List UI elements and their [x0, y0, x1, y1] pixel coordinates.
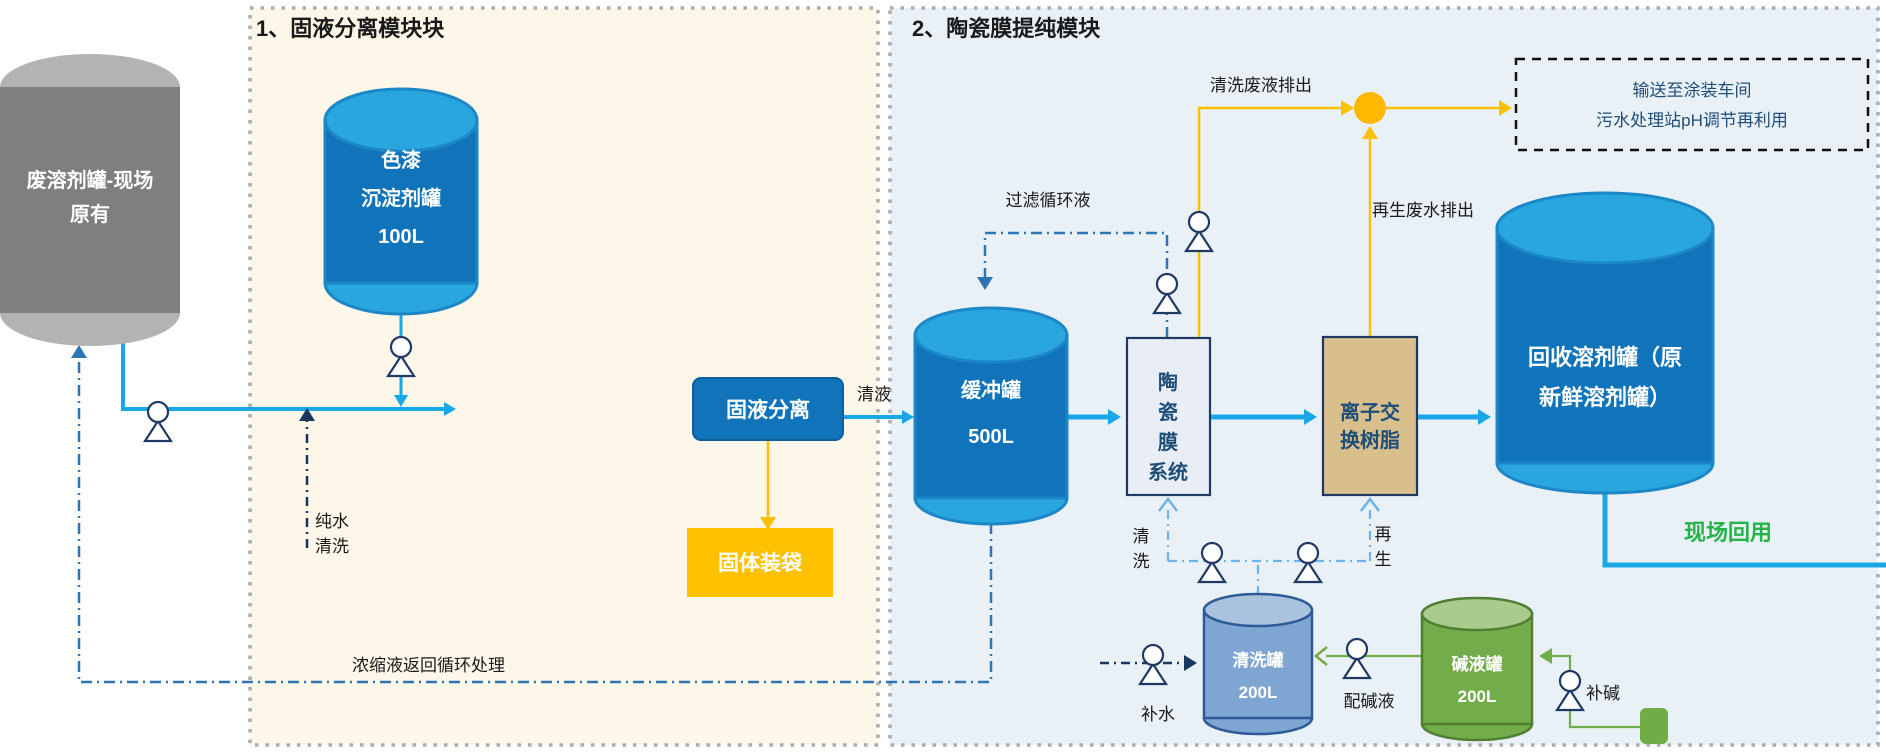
concentrate-return-label: 浓缩液返回循环处理 — [352, 656, 505, 675]
regen-label-2: 生 — [1375, 550, 1392, 569]
arrow-feed-right — [444, 402, 456, 416]
waste-tank-label-1: 废溶剂罐-现场 — [27, 168, 154, 192]
washing-tank — [1202, 592, 1314, 736]
alkali-prep-label: 配碱液 — [1344, 692, 1395, 711]
washing-tank-label-2: 200L — [1239, 683, 1278, 702]
solid-bagging-box — [687, 528, 833, 597]
regen-waste-label: 再生废水排出 — [1372, 201, 1474, 220]
arrow-into-recovery — [1478, 409, 1491, 425]
clear-liquid-label: 清液 — [857, 385, 891, 404]
water-makeup-label: 补水 — [1141, 705, 1175, 724]
washing-tank-label-1: 清洗罐 — [1233, 650, 1284, 670]
ceramic-label-2: 瓷 — [1158, 400, 1178, 424]
buffer-tank-label-2: 500L — [968, 426, 1014, 448]
ceramic-label-1: 陶 — [1158, 370, 1178, 394]
bagging-label: 固体装袋 — [718, 551, 803, 575]
waste-junction-node — [1354, 92, 1386, 124]
ion-exchange-label-2: 换树脂 — [1340, 428, 1400, 452]
arrow-regenwaste-up — [1362, 126, 1378, 139]
precip-tank-label-3: 100L — [378, 226, 424, 248]
arrow-return-up — [71, 345, 87, 358]
ceramic-membrane-box — [1125, 336, 1212, 497]
pipe-washing-waste — [1197, 106, 1344, 338]
regen-label-1: 再 — [1375, 525, 1392, 544]
pure-water-label-2: 清洗 — [315, 537, 349, 556]
precip-tank-label-1: 色漆 — [381, 148, 421, 172]
ceramic-label-4: 系统 — [1148, 460, 1188, 484]
destination-label-1: 输送至涂装车间 — [1633, 81, 1752, 100]
recovery-solvent-tank — [1495, 191, 1715, 495]
separator-label: 固液分离 — [726, 398, 810, 422]
paint-precipitant-tank — [323, 87, 479, 316]
filter-circulation-label: 过滤循环液 — [1006, 191, 1091, 210]
alkali-supply-block — [1640, 708, 1668, 744]
recovery-tank-label-1: 回收溶剂罐（原 — [1528, 345, 1682, 370]
arrow-alkali-makeup — [1539, 648, 1552, 664]
arrow-washwaste-right — [1341, 100, 1354, 116]
buffer-tank-label-1: 缓冲罐 — [961, 378, 1021, 402]
arrow-wash-up — [1157, 496, 1179, 512]
arrow-pure-water-up — [299, 408, 315, 421]
pipe-onsite-reuse — [1602, 491, 1886, 568]
wash-label-1: 清 — [1133, 527, 1150, 546]
ion-exchange-label-1: 离子交 — [1340, 400, 1400, 424]
onsite-reuse-label: 现场回用 — [1684, 520, 1772, 545]
arrow-regen-up — [1359, 496, 1381, 512]
arrow-into-destination — [1499, 100, 1512, 116]
alkali-tank-label-2: 200L — [1458, 687, 1497, 706]
waste-tank-label-2: 原有 — [70, 202, 110, 226]
arrow-solids-down — [760, 517, 776, 530]
recovery-tank-label-2: 新鲜溶剂罐） — [1539, 385, 1671, 410]
alkali-tank-label-1: 碱液罐 — [1452, 654, 1503, 674]
solid-liquid-separator-box — [692, 377, 844, 441]
alkali-makeup-label: 补碱 — [1586, 684, 1620, 703]
washing-waste-label: 清洗废液排出 — [1210, 76, 1312, 95]
pure-water-label-1: 纯水 — [315, 512, 349, 531]
ceramic-label-3: 膜 — [1157, 430, 1178, 454]
waste-solvent-tank — [0, 54, 180, 346]
wash-label-2: 洗 — [1133, 552, 1150, 571]
destination-label-2: 污水处理站pH调节再利用 — [1596, 111, 1788, 130]
arrow-circulation-down — [977, 277, 993, 290]
arrow-into-ceramic — [1108, 409, 1121, 425]
buffer-tank — [913, 306, 1069, 526]
section-1-title: 1、固液分离模块块 — [256, 16, 445, 41]
arrow-into-ion — [1304, 409, 1317, 425]
pipe-waste-to-separator — [121, 330, 446, 411]
arrow-water-makeup — [1184, 655, 1197, 671]
pipe-concentrate-return — [77, 354, 993, 684]
ion-exchange-box — [1321, 335, 1419, 497]
arrow-precipitant-down — [394, 395, 408, 407]
section-2-title: 2、陶瓷膜提纯模块 — [912, 16, 1101, 41]
arrow-clear-liquid — [902, 410, 914, 424]
alkali-tank — [1420, 596, 1534, 742]
precip-tank-label-2: 沉淀剂罐 — [361, 186, 441, 210]
destination-dashed-box — [1514, 57, 1870, 152]
arrow-alkali-prep — [1313, 645, 1328, 667]
